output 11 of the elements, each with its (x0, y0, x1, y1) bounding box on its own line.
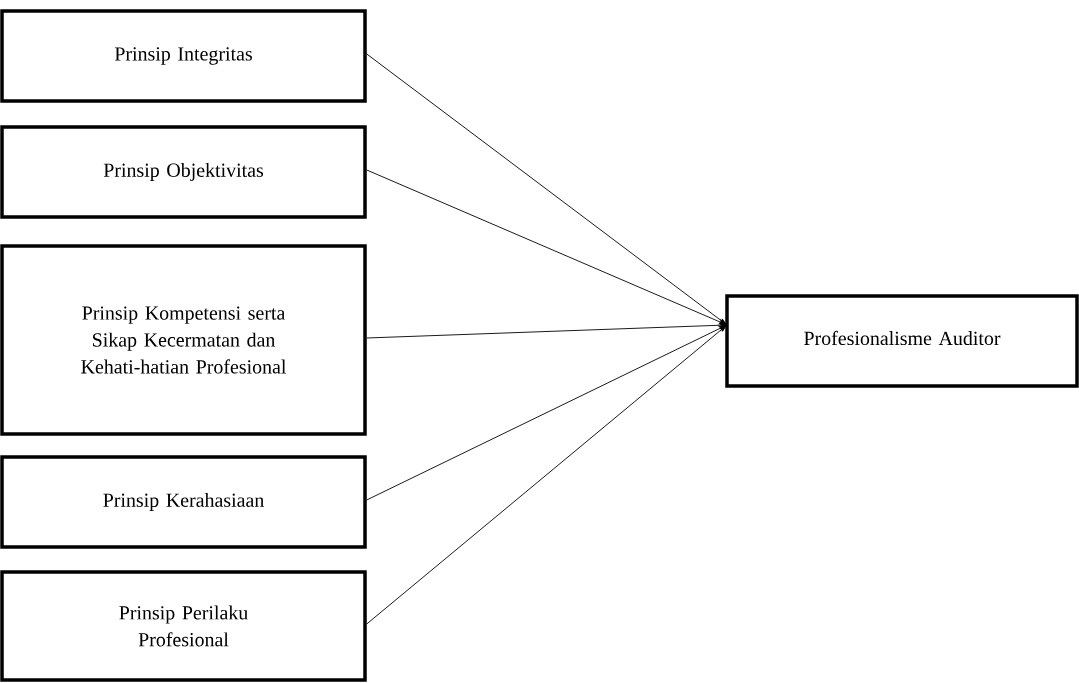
box: Prinsip Perilaku Profesional (0, 570, 367, 682)
arrow (366, 169, 727, 325)
arrow (366, 325, 727, 501)
arrow (366, 322, 727, 339)
box: Prinsip Kompetensi serta Sikap Kecermatan dan Kehati-hatian Profesional (0, 244, 367, 436)
box: Prinsip Integritas (0, 9, 367, 103)
box: Prinsip Objektivitas (0, 125, 367, 219)
arrow (366, 53, 727, 325)
arrow (366, 325, 727, 625)
box: Prinsip Kerahasiaan (0, 455, 367, 549)
box: Profesionalisme Auditor (725, 294, 1079, 388)
